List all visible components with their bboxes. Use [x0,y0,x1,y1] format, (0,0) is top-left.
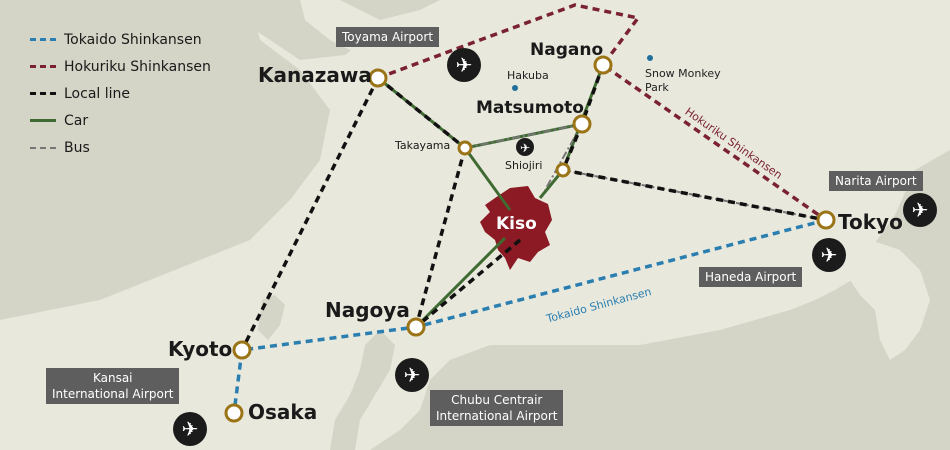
chubu-line2: International Airport [436,409,558,423]
hokuriku-shinkansen-route [377,3,827,222]
legend-local: Local line [30,80,211,107]
station-kanazawa [368,68,388,88]
legend-tokaido-label: Tokaido Shinkansen [64,31,202,48]
airport-tag-kansai: Kansai International Airport [46,368,180,404]
airport-tag-toyama: Toyama Airport [336,27,440,47]
station-shiojiri [555,162,571,178]
city-osaka: Osaka [248,400,318,424]
station-takayama [457,140,473,156]
hakuba-dot [512,85,518,91]
station-osaka [224,403,244,423]
station-kyoto [232,340,252,360]
svg-text:✈: ✈ [520,141,530,155]
hokuriku-swatch-icon [30,65,56,68]
legend-car-label: Car [64,112,89,129]
city-nagano: Nagano [530,40,604,60]
car-swatch-icon [30,119,56,122]
legend-local-label: Local line [64,85,131,102]
city-takayama: Takayama [395,139,451,152]
airport-tag-narita: Narita Airport [829,171,923,191]
place-snow-monkey-park: Snow Monkey Park [645,67,721,95]
legend-bus: Bus [30,134,211,161]
city-tokyo: Tokyo [838,210,903,234]
city-matsumoto: Matsumoto [476,98,584,118]
narita-airplane-icon: ✈ [903,193,937,227]
station-nagoya [406,317,426,337]
tokaido-shinkansen-route [232,218,827,414]
airport-tag-haneda: Haneda Airport [699,267,803,287]
chubu-airplane-icon: ✈ [395,358,429,392]
bus-swatch-icon [30,146,56,149]
snow-monkey-dot [647,55,653,61]
west-coast [0,0,330,320]
map-legend: Tokaido Shinkansen Hokuriku Shinkansen L… [30,26,211,161]
legend-hokuriku-label: Hokuriku Shinkansen [64,58,211,75]
legend-bus-label: Bus [64,139,90,156]
kiso-region [480,186,552,270]
kansai-line2: International Airport [52,387,174,401]
kansai-line1: Kansai [92,371,133,385]
city-nagoya: Nagoya [325,298,410,322]
station-matsumoto [572,114,592,134]
chubu-line1: Chubu Centrair [451,393,543,407]
local-line-routes [240,64,827,351]
legend-car: Car [30,107,211,134]
ise-bay [330,330,395,450]
boso-peninsula [845,240,930,360]
haneda-airplane-icon: ✈ [812,238,846,272]
legend-tokaido: Tokaido Shinkansen [30,26,211,53]
city-kanazawa: Kanazawa [258,63,372,87]
matsumoto-airport-icon [516,138,534,156]
station-tokyo [816,210,836,230]
snow-monkey-line1: Snow Monkey [645,67,721,80]
place-hakuba: Hakuba [507,69,549,82]
station-nagano [593,55,613,75]
tokaido-swatch-icon [30,38,56,41]
snow-monkey-line2: Park [645,81,669,94]
city-kyoto: Kyoto [168,337,233,361]
local-swatch-icon [30,92,56,95]
city-shiojiri: Shiojiri [505,159,543,172]
airport-tag-chubu: Chubu Centrair International Airport [430,390,564,426]
legend-hokuriku: Hokuriku Shinkansen [30,53,211,80]
kansai-airplane-icon: ✈ [173,412,207,446]
toyama-airplane-icon: ✈ [447,48,481,82]
stations [224,55,836,423]
region-kiso-label: Kiso [496,214,537,234]
